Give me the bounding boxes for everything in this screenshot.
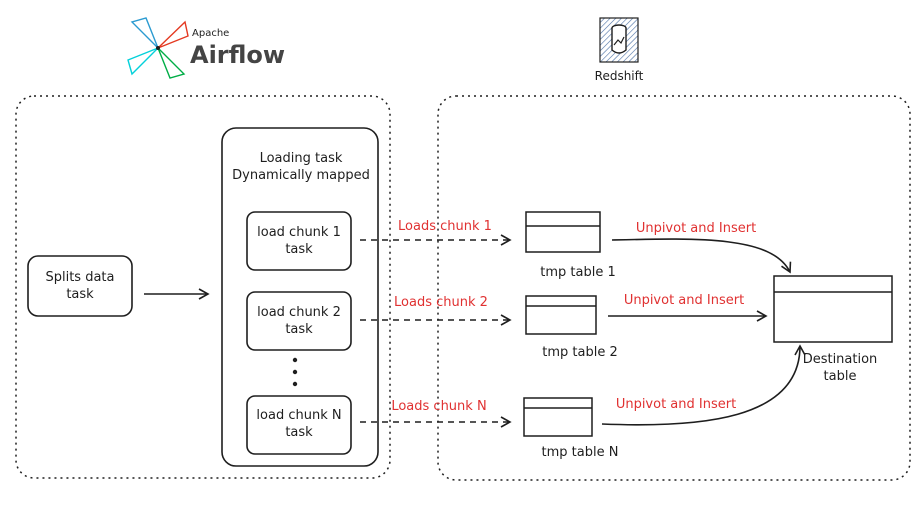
chunk-task-box-n [246,395,352,455]
loading-task-title-line2: Dynamically mapped [232,168,370,183]
load-label-2: Loads chunk 2 [394,295,488,310]
airflow-logo-text: Airflow [190,41,286,69]
chunk-task-box-2 [246,291,352,351]
redshift-container [437,95,911,481]
redshift-label: Redshift [594,69,644,83]
destination-line2: table [823,369,857,384]
splits-task-label-line1: Splits data [45,270,115,285]
destination-table-label: Destination table [800,351,880,385]
splits-task-label-line2: task [66,287,94,302]
loading-task-title: Loading task Dynamically mapped [226,150,376,184]
destination-line1: Destination [802,352,878,367]
tmp-table-1-label: tmp table 1 [540,265,616,280]
airflow-logo-icon [127,17,189,79]
tmp-table-1-shape [525,211,601,253]
airflow-logo-small-text: Apache [192,28,230,39]
chunk-task-1-line2: task [285,242,313,257]
chunk-task-label-1: load chunk 1 task [247,224,351,258]
tmp-table-n-label: tmp table N [541,445,619,460]
chunk-task-1-line1: load chunk 1 [257,225,341,240]
loading-task-title-line1: Loading task [259,151,343,166]
unpivot-label-1: Unpivot and Insert [635,221,757,236]
chunk-task-n-line2: task [285,425,313,440]
ellipsis-dots [292,357,298,387]
loading-task-box [221,127,379,467]
splits-task-box [27,255,133,317]
chunk-task-label-n: load chunk N task [247,407,351,441]
chunk-task-2-line1: load chunk 2 [257,305,341,320]
destination-table-shape [773,275,893,343]
chunk-task-box-1 [246,211,352,271]
chunk-task-n-line1: load chunk N [256,408,342,423]
tmp-table-n-shape [523,397,593,437]
unpivot-label-2: Unpivot and Insert [623,293,745,308]
arrow-unpivot-n [601,344,806,426]
tmp-table-2-label: tmp table 2 [542,345,618,360]
tmp-table-2-shape [525,295,597,335]
load-label-n: Loads chunk N [391,399,487,414]
arrow-unpivot-1 [611,238,792,274]
chunk-task-label-2: load chunk 2 task [247,304,351,338]
load-label-1: Loads chunk 1 [398,219,492,234]
redshift-icon [599,17,639,63]
splits-task-label: Splits data task [28,269,132,303]
chunk-task-2-line2: task [285,322,313,337]
airflow-container [15,95,391,479]
unpivot-label-n: Unpivot and Insert [615,397,737,412]
